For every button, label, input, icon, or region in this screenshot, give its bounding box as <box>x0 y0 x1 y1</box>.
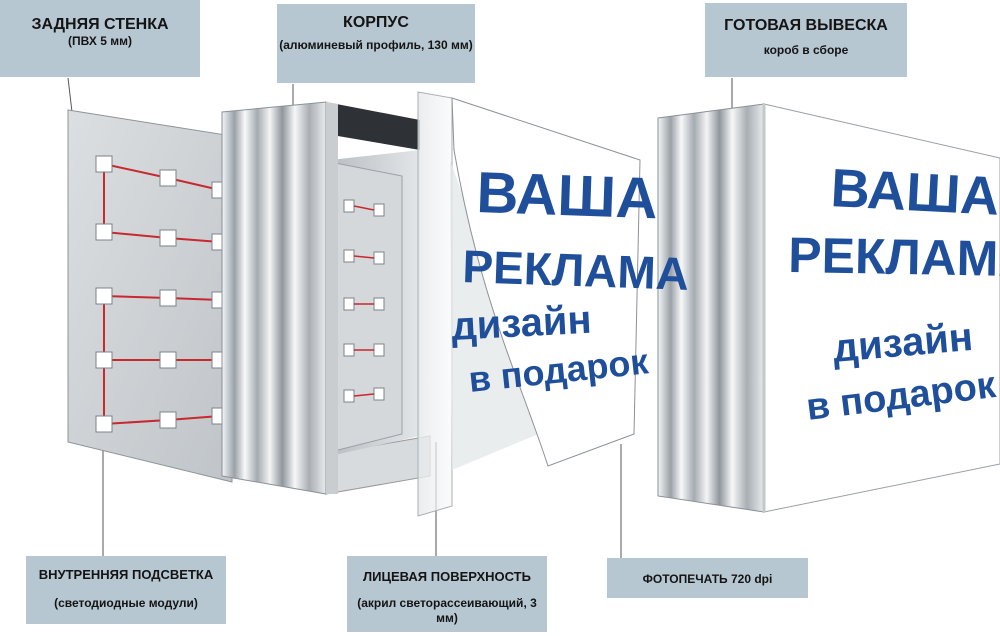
photo-print-text: ВАША РЕКЛАМА дизайн в подарок <box>450 160 690 400</box>
label-photo: ФОТОПЕЧАТЬ 720 dpi <box>607 558 808 598</box>
label-back-wall-title: ЗАДНЯЯ СТЕНКА <box>31 16 169 33</box>
label-back-wall: ЗАДНЯЯ СТЕНКА (ПВХ 5 мм) <box>0 0 200 77</box>
label-led-subtitle: (светодиодные модули) <box>54 596 198 610</box>
print-line-1: ВАША <box>476 160 659 231</box>
ready-sign <box>657 103 1000 513</box>
ready-line-2: РЕКЛАМА <box>788 227 1000 287</box>
inner-led-modules <box>343 199 385 403</box>
label-ready-title: ГОТОВАЯ ВЫВЕСКА <box>724 17 888 34</box>
photo-print-sheet <box>451 97 641 467</box>
label-face: ЛИЦЕВАЯ ПОВЕРХНОСТЬ (акрил светорассеива… <box>347 556 547 632</box>
back-wall-panel <box>67 109 233 483</box>
label-ready-sign: ГОТОВАЯ ВЫВЕСКА короб в сборе <box>705 3 907 77</box>
label-body: КОРПУС (алюминевый профиль, 130 мм) <box>277 4 475 83</box>
label-ready-subtitle: короб в сборе <box>763 43 849 57</box>
body-frame <box>221 101 431 495</box>
label-led-title: ВНУТРЕННЯЯ ПОДСВЕТКА <box>38 567 214 582</box>
label-face-title: ЛИЦЕВАЯ ПОВЕРХНОСТЬ <box>363 569 531 584</box>
inner-led-wires <box>353 205 375 397</box>
print-line-2: РЕКЛАМА <box>462 240 690 300</box>
label-body-title: КОРПУС <box>343 14 409 31</box>
label-led: ВНУТРЕННЯЯ ПОДСВЕТКА (светодиодные модул… <box>26 556 226 624</box>
label-body-subtitle: (алюминевый профиль, 130 мм) <box>279 38 473 52</box>
label-photo-title: ФОТОПЕЧАТЬ 720 dpi <box>642 572 773 586</box>
label-back-wall-subtitle: (ПВХ 5 мм) <box>68 34 132 48</box>
print-line-3: дизайн <box>450 298 592 349</box>
label-face-subtitle: (акрил светорассеивающий, 3 мм) <box>357 596 537 625</box>
leader-back-wall <box>67 77 73 113</box>
ready-line-1: ВАША <box>829 158 1000 227</box>
